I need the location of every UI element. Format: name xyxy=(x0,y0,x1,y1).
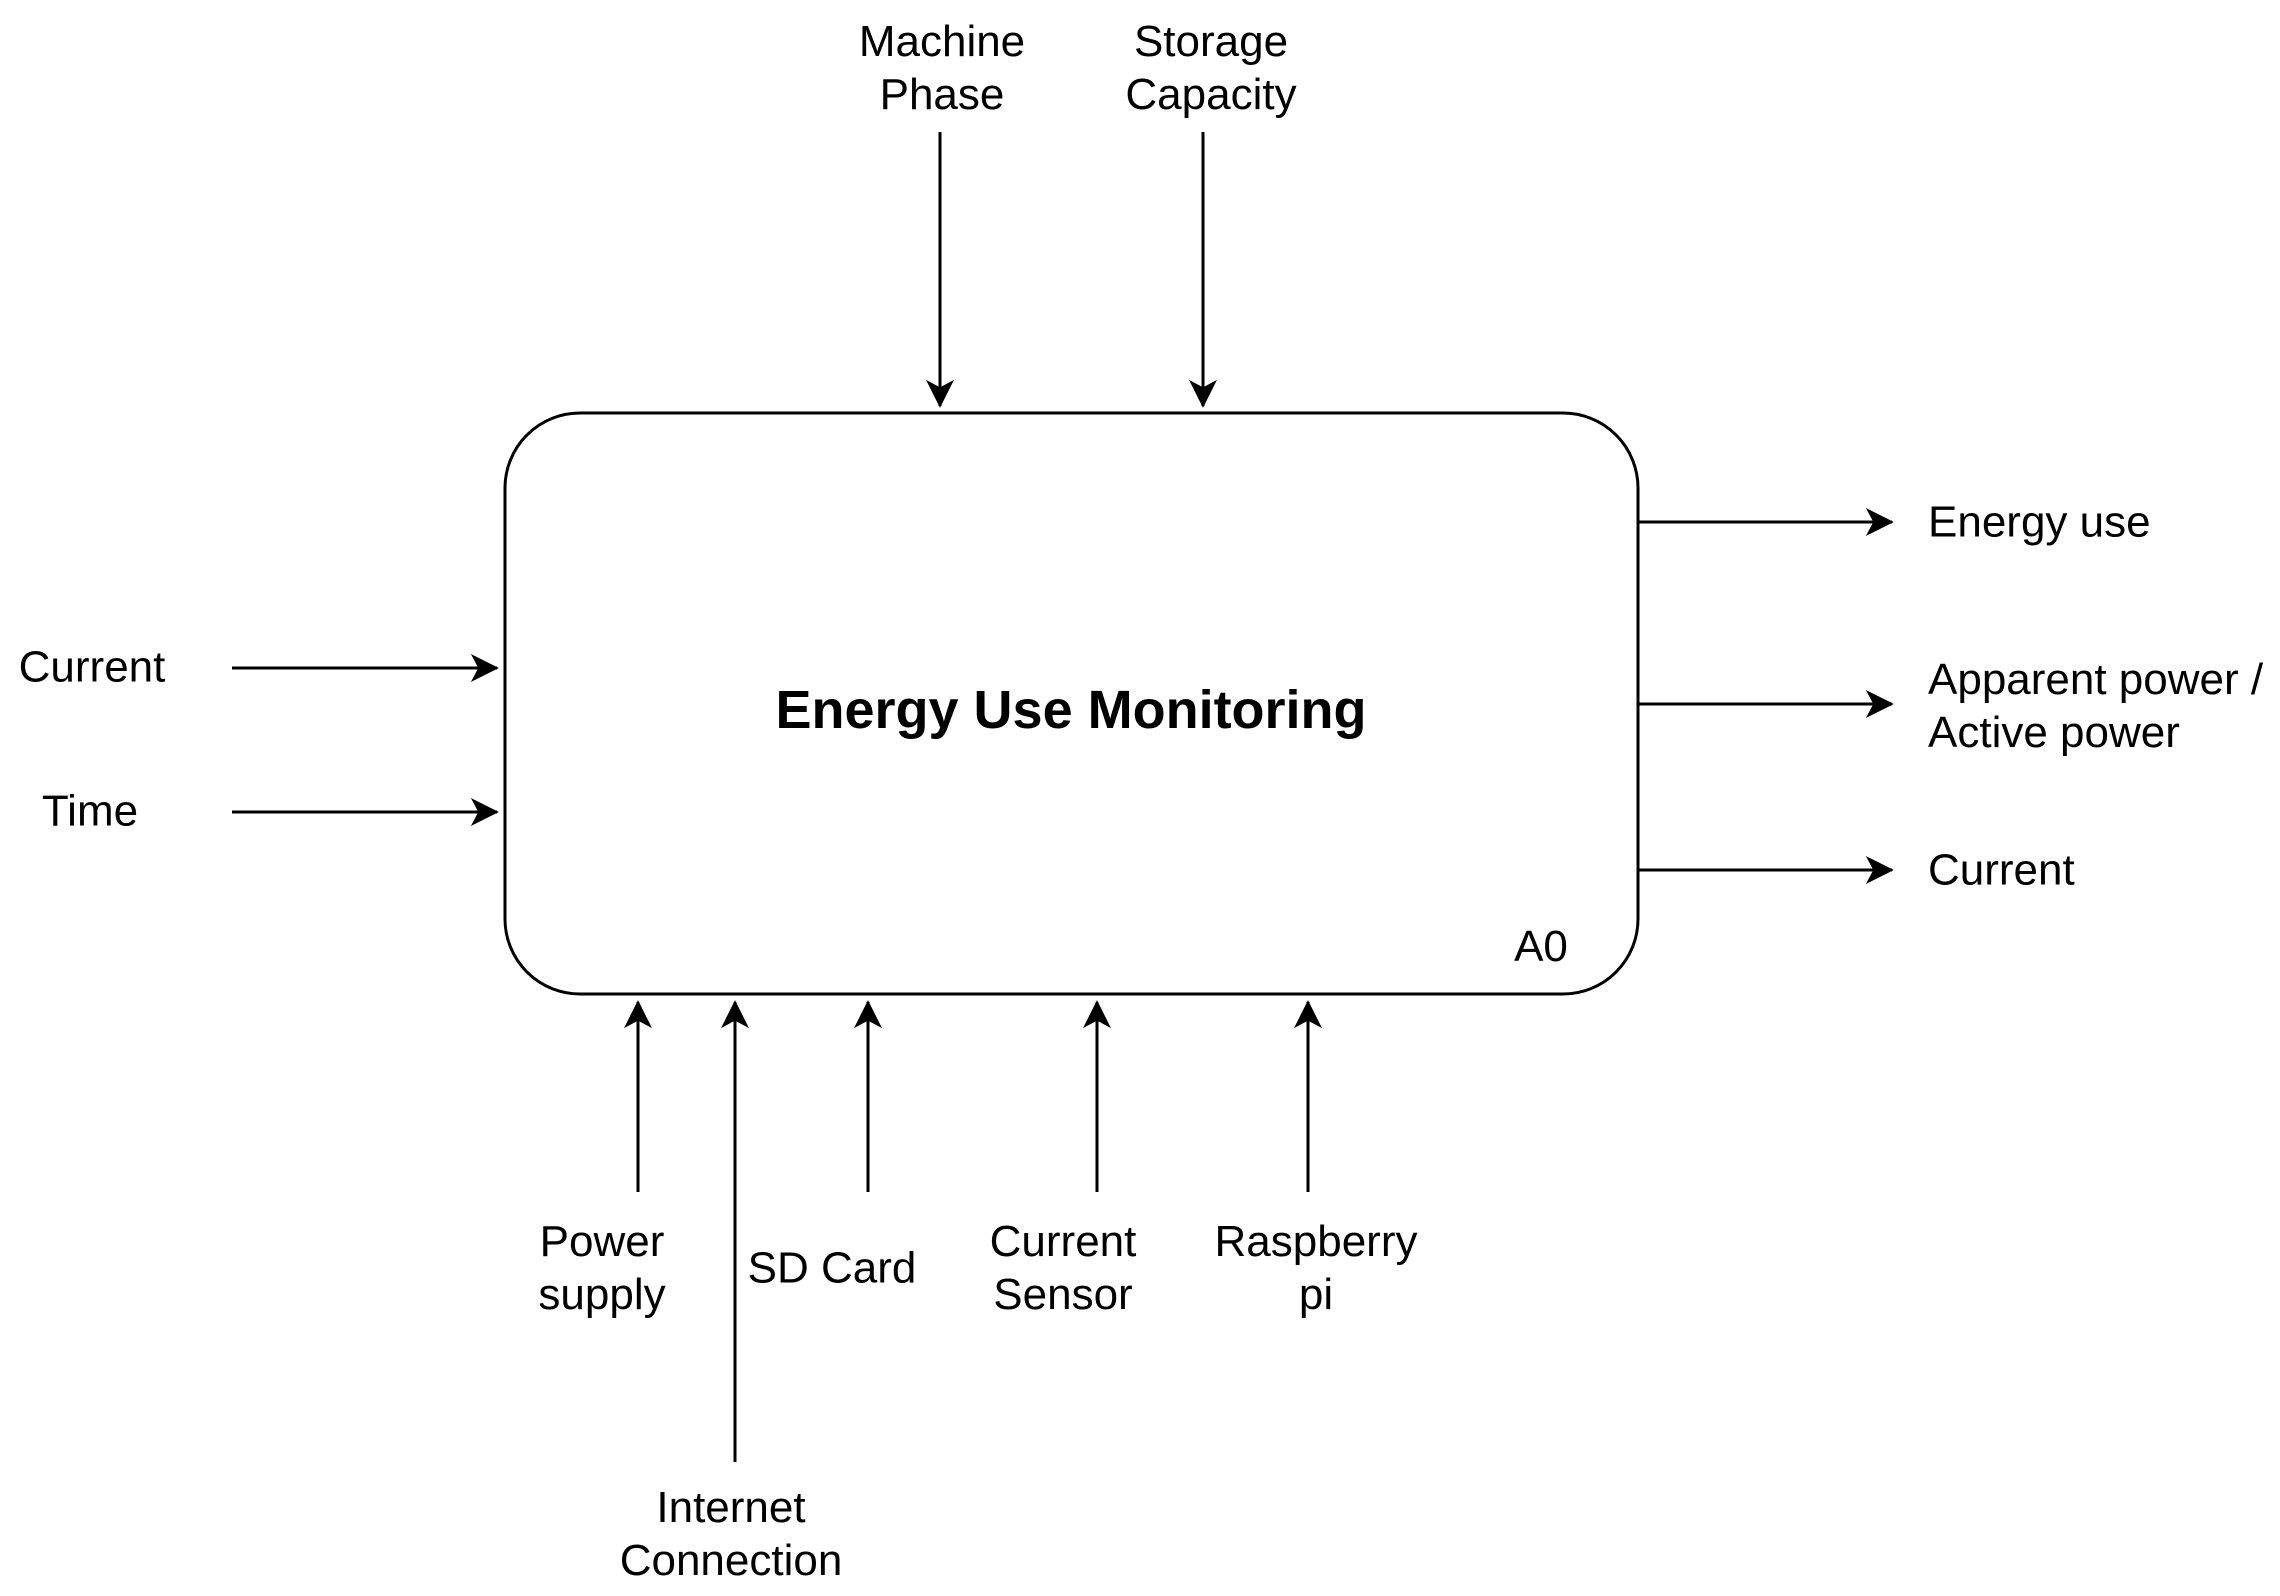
function-box-title: Energy Use Monitoring xyxy=(775,680,1367,740)
mechanism-label-sd-card: SD Card xyxy=(747,1243,917,1293)
mechanism-label-internet-connection: Internet Connection xyxy=(619,1483,843,1585)
output-label-energy-use: Energy use xyxy=(1928,497,2151,547)
mechanism-label-raspberry-pi: Raspberry pi xyxy=(1214,1217,1418,1319)
control-label-machine-phase: Machine Phase xyxy=(858,17,1026,119)
output-label-apparent-active-power: Apparent power / Active power xyxy=(1928,655,2264,757)
function-box-id: A0 xyxy=(1514,922,1568,971)
mechanism-label-current-sensor: Current Sensor xyxy=(989,1217,1137,1319)
input-label-current: Current xyxy=(18,642,166,692)
mechanism-label-power-supply: Power supply xyxy=(538,1217,666,1319)
output-label-current: Current xyxy=(1928,845,2075,895)
control-label-storage-capacity: Storage Capacity xyxy=(1125,17,1297,119)
input-label-time: Time xyxy=(41,786,139,836)
